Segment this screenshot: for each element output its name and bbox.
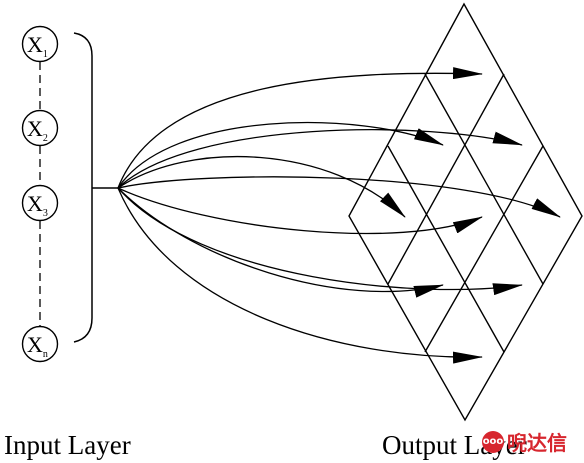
input-node-xn: Xn	[21, 325, 59, 363]
svg-text:X2: X2	[27, 116, 48, 144]
input-node-x1: X1	[21, 25, 59, 63]
arrow-1	[117, 67, 483, 189]
watermark: ooo 唲达信	[482, 427, 567, 456]
arrow-3	[117, 129, 523, 189]
input-node-sub: n	[43, 349, 48, 360]
input-node-circle	[21, 184, 59, 222]
input-node-circle	[21, 109, 59, 147]
input-node-base: X	[27, 116, 43, 141]
svg-text:X3: X3	[27, 191, 48, 219]
input-node-circle	[21, 25, 59, 63]
watermark-logo-icon: ooo	[482, 430, 504, 453]
input-node-base: X	[27, 332, 43, 357]
arrow-7	[117, 187, 444, 298]
watermark-text: 唲达信	[507, 431, 567, 455]
arrow-9	[117, 187, 483, 364]
arrow-5	[117, 176, 561, 218]
arrow-2	[117, 121, 444, 189]
connection-arrows	[117, 67, 561, 364]
svg-text:Xn: Xn	[27, 332, 48, 360]
input-node-circle	[21, 325, 59, 363]
input-node-base: X	[27, 191, 43, 216]
arrow-8	[117, 187, 523, 296]
input-node-x2: X2	[21, 109, 59, 147]
input-node-x3: X3	[21, 184, 59, 222]
output-grid	[348, 2, 583, 422]
input-layer-label: Input Layer	[4, 430, 131, 460]
input-node-sub: 1	[43, 49, 48, 60]
input-node-sub: 2	[43, 133, 48, 144]
arrow-4	[117, 155, 406, 218]
input-node-sub: 3	[43, 208, 48, 219]
arrow-6	[117, 187, 483, 235]
input-bracket	[73, 32, 93, 343]
svg-text:X1: X1	[27, 32, 48, 60]
input-node-base: X	[27, 32, 43, 57]
